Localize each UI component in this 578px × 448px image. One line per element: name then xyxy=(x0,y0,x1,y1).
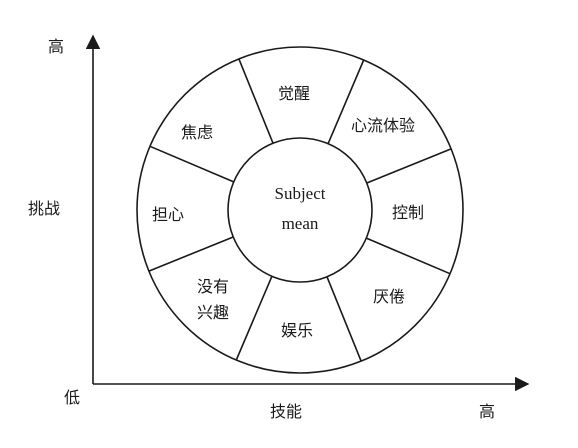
segment-divider xyxy=(235,275,273,361)
center-label-line-2: mean xyxy=(282,214,319,233)
segment-label-control: 控制 xyxy=(392,203,424,222)
y-axis-title: 挑战 xyxy=(28,199,60,218)
segment-divider xyxy=(365,237,451,275)
segment-divider xyxy=(238,58,274,144)
segment-divider xyxy=(366,148,452,184)
center-label-line-1: Subject xyxy=(275,184,326,203)
segment-label-relaxation: 娱乐 xyxy=(281,321,313,340)
segment-divider xyxy=(327,59,365,145)
segment-divider xyxy=(148,236,234,272)
segment-label-flow: 心流体验 xyxy=(351,116,415,135)
segment-label-arousal: 觉醒 xyxy=(278,84,310,103)
y-axis-high-label: 高 xyxy=(48,37,64,56)
segment-label-boredom: 厌倦 xyxy=(373,287,405,306)
origin-low-label: 低 xyxy=(64,388,80,407)
segment-divider xyxy=(326,276,362,362)
segment-label-apathy-line-1: 没有 xyxy=(197,277,229,296)
segment-label-worry: 担心 xyxy=(152,205,184,224)
segment-divider xyxy=(149,145,235,183)
segment-label-anxiety: 焦虑 xyxy=(181,123,213,142)
x-axis-high-label: 高 xyxy=(479,402,495,421)
center-circle xyxy=(227,137,373,283)
x-axis-title: 技能 xyxy=(270,402,302,421)
segment-dividers xyxy=(148,58,452,362)
outer-ring xyxy=(136,46,464,374)
segment-label-apathy-line-2: 兴趣 xyxy=(197,303,229,322)
